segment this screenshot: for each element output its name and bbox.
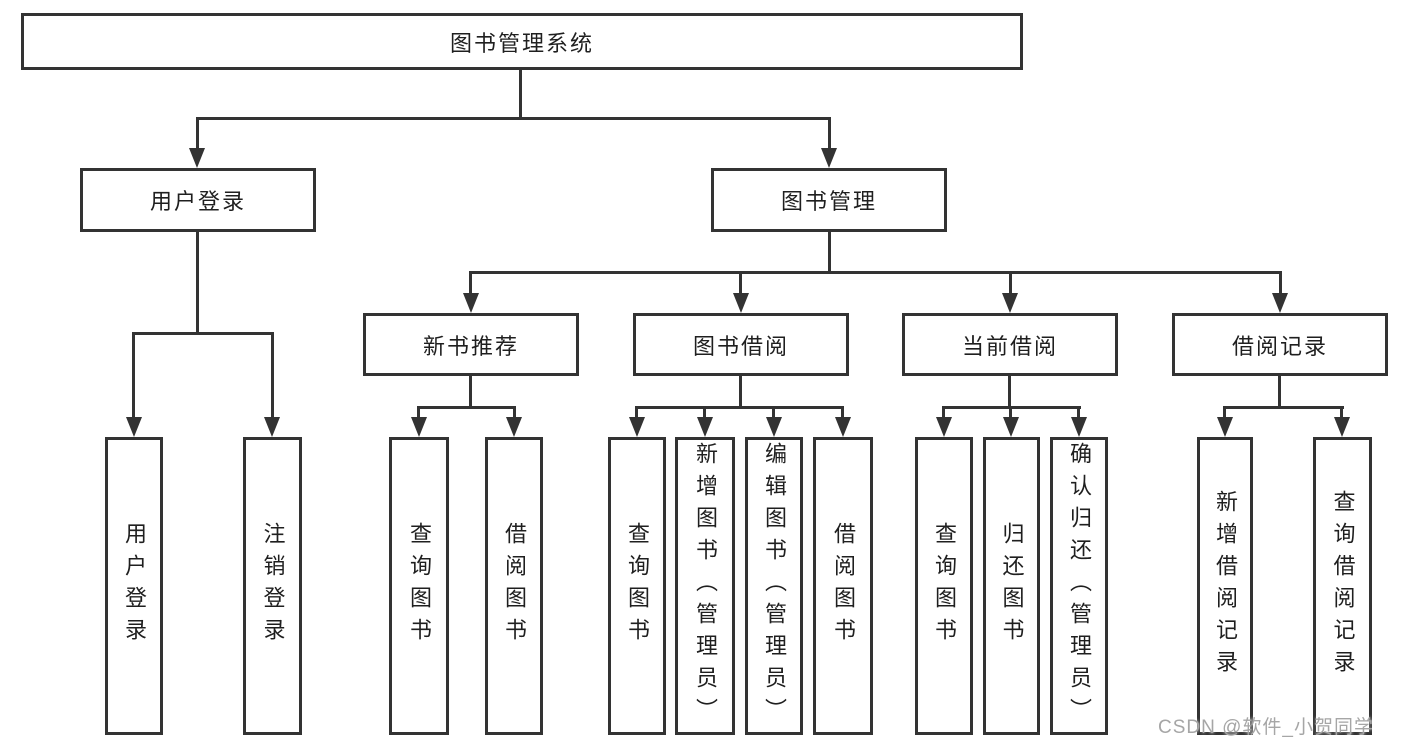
node-new-book-recommend: 新书推荐 — [363, 313, 579, 376]
arrow-down-icon — [506, 417, 522, 437]
connector-line — [1279, 271, 1282, 295]
leaf-label: 查询图书 — [625, 522, 650, 650]
node-borrow-record: 借阅记录 — [1172, 313, 1388, 376]
arrow-down-icon — [766, 417, 782, 437]
leaf-query-borrow-record: 查询借阅记录 — [1313, 437, 1372, 735]
connector-line — [1009, 406, 1012, 419]
connector-line — [417, 406, 420, 419]
arrow-down-icon — [1272, 293, 1288, 313]
connector-line — [271, 332, 274, 419]
node-label: 借阅记录 — [1231, 333, 1328, 359]
arrow-down-icon — [189, 148, 205, 168]
leaf-query-book-borrow: 查询图书 — [608, 437, 666, 735]
leaf-logout: 注销登录 — [243, 437, 302, 735]
connector-line — [1223, 406, 1226, 419]
leaf-label: 借阅图书 — [502, 522, 527, 650]
leaf-label: 查询图书 — [932, 522, 957, 650]
connector-line — [469, 271, 1282, 274]
connector-line — [469, 376, 472, 409]
connector-line — [132, 332, 135, 419]
connector-line — [1278, 376, 1281, 409]
leaf-confirm-return-admin: 确认归还（管理员） — [1050, 437, 1108, 735]
leaf-label: 确认归还（管理员） — [1067, 442, 1092, 730]
connector-line — [739, 271, 742, 295]
connector-line — [1077, 406, 1080, 419]
arrow-down-icon — [936, 417, 952, 437]
connector-line — [828, 232, 831, 274]
arrow-down-icon — [1071, 417, 1087, 437]
leaf-user-login: 用户登录 — [105, 437, 163, 735]
connector-line — [417, 406, 516, 409]
arrow-down-icon — [733, 293, 749, 313]
connector-line — [828, 117, 831, 150]
node-label: 图书管理 — [780, 189, 877, 214]
arrow-down-icon — [821, 148, 837, 168]
arrow-down-icon — [411, 417, 427, 437]
arrow-down-icon — [264, 417, 280, 437]
leaf-add-book-admin: 新增图书（管理员） — [675, 437, 735, 735]
connector-line — [196, 117, 199, 150]
leaf-add-borrow-record: 新增借阅记录 — [1197, 437, 1253, 735]
leaf-label: 用户登录 — [122, 522, 147, 650]
connector-line — [635, 406, 638, 419]
leaf-edit-book-admin: 编辑图书（管理员） — [745, 437, 803, 735]
arrow-down-icon — [629, 417, 645, 437]
connector-line — [513, 406, 516, 419]
leaf-query-book-current: 查询图书 — [915, 437, 973, 735]
arrow-down-icon — [697, 417, 713, 437]
connector-line — [1008, 376, 1011, 409]
arrow-down-icon — [1334, 417, 1350, 437]
csdn-watermark: CSDN @软件_小贺同学 — [1158, 717, 1374, 738]
connector-line — [703, 406, 706, 419]
node-label: 图书借阅 — [692, 333, 789, 359]
node-label: 用户登录 — [149, 189, 246, 214]
connector-line — [772, 406, 775, 419]
connector-line — [841, 406, 844, 419]
arrow-down-icon — [463, 293, 479, 313]
connector-line — [1223, 406, 1344, 409]
connector-line — [196, 117, 831, 120]
connector-line — [635, 406, 844, 409]
node-system-root: 图书管理系统 — [21, 13, 1023, 70]
arrow-down-icon — [1002, 293, 1018, 313]
arrow-down-icon — [1217, 417, 1233, 437]
connector-line — [196, 232, 199, 335]
leaf-label: 新增借阅记录 — [1213, 490, 1238, 682]
node-label: 新书推荐 — [422, 333, 519, 359]
leaf-return-book: 归还图书 — [983, 437, 1040, 735]
leaf-query-book-newbook: 查询图书 — [389, 437, 449, 735]
leaf-borrow-book-newbook: 借阅图书 — [485, 437, 543, 735]
connector-line — [469, 271, 472, 295]
leaf-label: 查询借阅记录 — [1330, 490, 1356, 682]
connector-line — [739, 376, 742, 409]
connector-line — [519, 70, 522, 119]
leaf-label: 查询图书 — [407, 522, 432, 650]
connector-line — [132, 332, 273, 335]
arrow-down-icon — [1003, 417, 1019, 437]
arrow-down-icon — [835, 417, 851, 437]
node-current-borrow: 当前借阅 — [902, 313, 1118, 376]
node-label: 图书管理系统 — [449, 30, 594, 56]
connector-line — [942, 406, 945, 419]
arrow-down-icon — [126, 417, 142, 437]
leaf-label: 注销登录 — [260, 522, 286, 650]
leaf-borrow-book: 借阅图书 — [813, 437, 873, 735]
node-book-management: 图书管理 — [711, 168, 947, 232]
node-user-login: 用户登录 — [80, 168, 316, 232]
leaf-label: 借阅图书 — [831, 522, 856, 650]
leaf-label: 归还图书 — [999, 522, 1025, 650]
node-book-borrow: 图书借阅 — [633, 313, 849, 376]
connector-line — [1340, 406, 1343, 419]
connector-line — [1009, 271, 1012, 295]
leaf-label: 新增图书（管理员） — [693, 442, 718, 730]
leaf-label: 编辑图书（管理员） — [762, 442, 787, 730]
node-label: 当前借阅 — [961, 333, 1058, 359]
